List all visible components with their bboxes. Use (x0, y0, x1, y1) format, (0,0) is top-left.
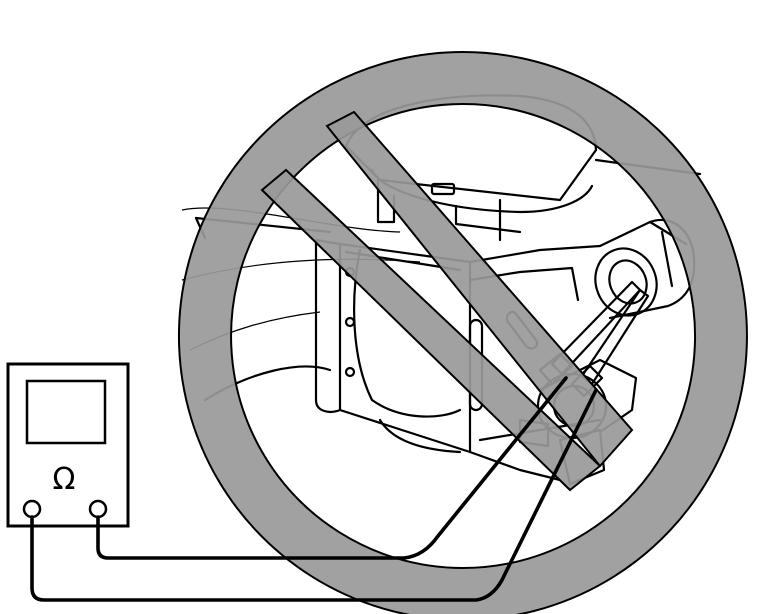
prohibition-ring (177, 51, 748, 614)
test-lead-left (30, 388, 598, 602)
test-leads (30, 376, 598, 602)
meter-display (25, 379, 107, 445)
meter-terminal-right (88, 499, 108, 519)
ohm-symbol: Ω (53, 462, 76, 497)
ohmmeter: Ω (6, 362, 130, 528)
test-lead-right (96, 376, 568, 560)
prohibition-slash-lower (260, 168, 602, 492)
prohibition-slash (325, 110, 634, 468)
meter-terminal-left (22, 499, 42, 519)
prohibition-symbol (177, 51, 748, 614)
